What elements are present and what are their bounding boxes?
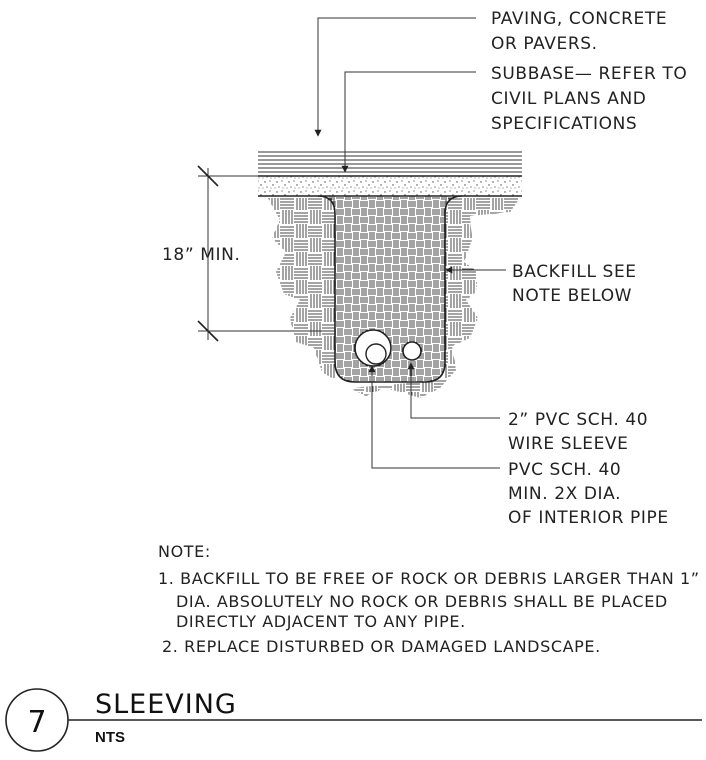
svg-text:2” PVC SCH. 40: 2” PVC SCH. 40 [508,410,648,430]
notes-block: NOTE: 1. BACKFILL TO BE FREE OF ROCK OR … [158,542,700,656]
leader-lines [314,17,506,469]
wire-sleeve-pipe [402,341,422,361]
svg-text:PAVING, CONCRETE: PAVING, CONCRETE [491,9,667,29]
detail-number: 7 [27,705,46,740]
svg-text:MIN. 2X DIA.: MIN. 2X DIA. [508,484,621,504]
pvc-sleeve-pipe [354,329,392,367]
svg-text:NOTE BELOW: NOTE BELOW [512,286,632,306]
callout-backfill: BACKFILL SEE NOTE BELOW [512,262,637,306]
svg-text:WIRE SLEEVE: WIRE SLEEVE [508,434,629,454]
detail-title-block: 7 SLEEVING NTS [5,688,702,752]
note-line: 1. BACKFILL TO BE FREE OF ROCK OR DEBRIS… [158,569,700,588]
note-line: DIRECTLY ADJACENT TO ANY PIPE. [176,612,466,631]
trench [317,195,463,383]
detail-title: SLEEVING [95,689,237,720]
dimension-label: 18” MIN. [162,245,240,265]
detail-scale: NTS [95,729,125,746]
svg-text:SPECIFICATIONS: SPECIFICATIONS [491,114,637,134]
note-line: DIA. ABSOLUTELY NO ROCK OR DEBRIS SHALL … [176,592,668,611]
native-soil-hatch [268,198,520,398]
svg-text:BACKFILL SEE: BACKFILL SEE [512,262,637,282]
subbase-layer [258,176,522,197]
svg-text:OF INTERIOR PIPE: OF INTERIOR PIPE [508,508,669,528]
svg-text:CIVIL PLANS AND: CIVIL PLANS AND [491,89,647,109]
callout-pvc-sleeve: PVC SCH. 40 MIN. 2X DIA. OF INTERIOR PIP… [508,460,669,528]
callout-paving: PAVING, CONCRETE OR PAVERS. [491,9,667,54]
svg-text:OR PAVERS.: OR PAVERS. [491,34,598,54]
svg-text:SUBBASE— REFER TO: SUBBASE— REFER TO [491,64,687,84]
callout-subbase: SUBBASE— REFER TO CIVIL PLANS AND SPECIF… [491,64,687,134]
note-line: 2. REPLACE DISTURBED OR DAMAGED LANDSCAP… [162,637,601,656]
depth-dimension: 18” MIN. [162,165,335,342]
notes-heading: NOTE: [158,542,211,561]
paving-layer [258,151,522,177]
callout-wire-sleeve: 2” PVC SCH. 40 WIRE SLEEVE [508,410,648,454]
svg-text:PVC SCH. 40: PVC SCH. 40 [508,460,621,480]
